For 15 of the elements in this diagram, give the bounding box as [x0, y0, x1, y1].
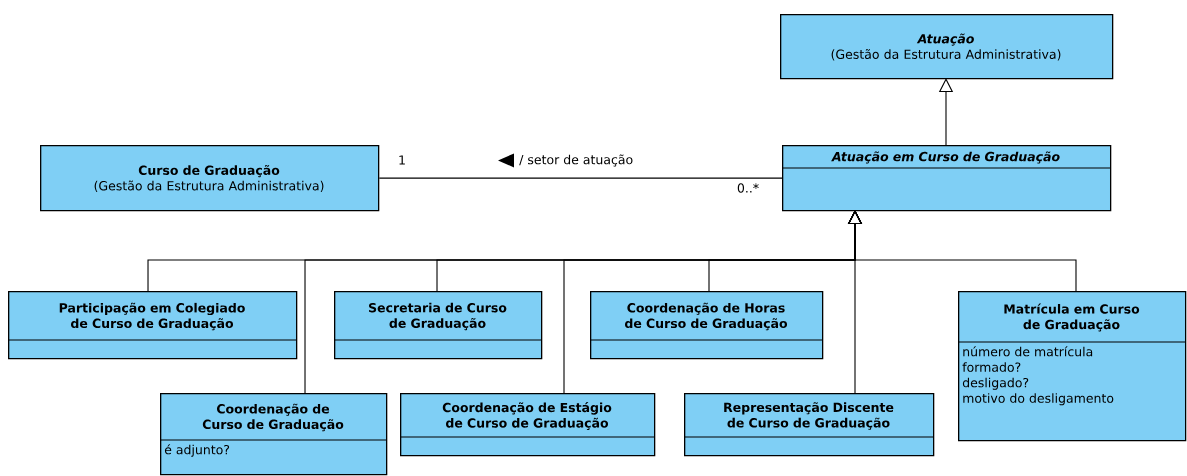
class-box: Coordenação de Horas de Curso de Graduação	[589, 291, 824, 360]
class-box: Atuação (Gestão da Estrutura Administrativa)	[780, 14, 1114, 80]
class-box: Curso de Graduação (Gestão da Estrutura Administrativa)	[40, 145, 380, 212]
class-box: Coordenação de Estágio de Curso de Graduação	[399, 393, 656, 457]
class-box: Matrícula em Curso de Graduação número de matrícula formado? desligado? motivo do desligamento	[957, 291, 1187, 442]
class-box: Secretaria de Curso de Graduação	[333, 291, 543, 360]
class-box: Representação Discente de Curso de Graduação	[683, 393, 935, 457]
class-box: Atuação em Curso de Graduação	[781, 145, 1112, 212]
multiplicity-label: 1	[399, 155, 405, 165]
class-box: Coordenação de Curso de Graduação é adjunto?	[159, 393, 388, 476]
generalization-arrow	[847, 210, 1077, 292]
multiplicity-label: 0..*	[737, 183, 759, 193]
class-box: Participação em Colegiado de Curso de Graduação	[7, 291, 298, 360]
association-line	[378, 177, 783, 179]
edge-label: / setor de atuação	[519, 154, 633, 167]
